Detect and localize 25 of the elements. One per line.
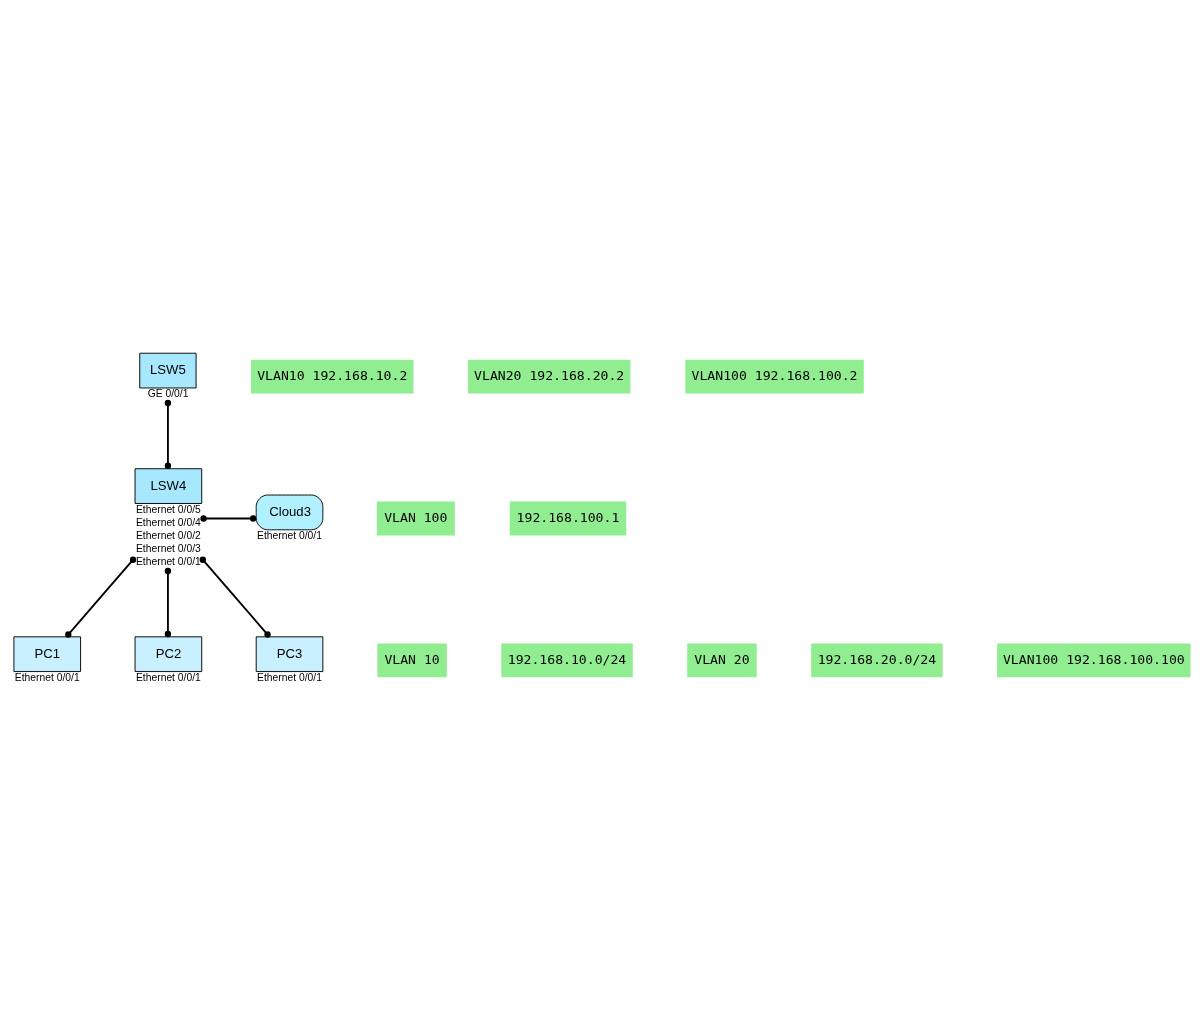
label: 192.168.10.0/24 (507, 651, 627, 667)
node-label: Ethernet 0/0/1 (257, 529, 322, 541)
node-label: Ethernet 0/0/1 (14, 671, 80, 683)
label: VLAN10 192.168.10.2 (257, 367, 408, 383)
node-label: Ethernet 0/0/1 (135, 671, 201, 683)
label: VLAN 10 (384, 651, 440, 667)
node-label: Ethernet 0/0/1 (257, 671, 322, 683)
node-label: Ethernet 0/0/5 (135, 503, 201, 515)
node-label: Ethernet 0/0/1 (135, 555, 201, 567)
node-label: GE 0/0/1 (147, 387, 189, 399)
connector (199, 556, 271, 638)
node-label: Ethernet 0/0/3 (135, 542, 201, 554)
connector (65, 556, 137, 638)
label: 192.168.100.1 (516, 509, 620, 525)
connector (164, 399, 172, 469)
label: VLAN 100 (384, 509, 448, 525)
label: 192.168.20.0/24 (817, 651, 937, 667)
node-label: Ethernet 0/0/4 (135, 516, 201, 528)
label: VLAN20 192.168.20.2 (474, 367, 625, 383)
label: VLAN 20 (694, 651, 750, 667)
label: VLAN100 192.168.100.100 (1002, 651, 1185, 667)
label: VLAN100 192.168.100.2 (691, 367, 858, 383)
connector (164, 567, 172, 637)
connector (200, 514, 257, 522)
node-label: Ethernet 0/0/2 (135, 529, 201, 541)
